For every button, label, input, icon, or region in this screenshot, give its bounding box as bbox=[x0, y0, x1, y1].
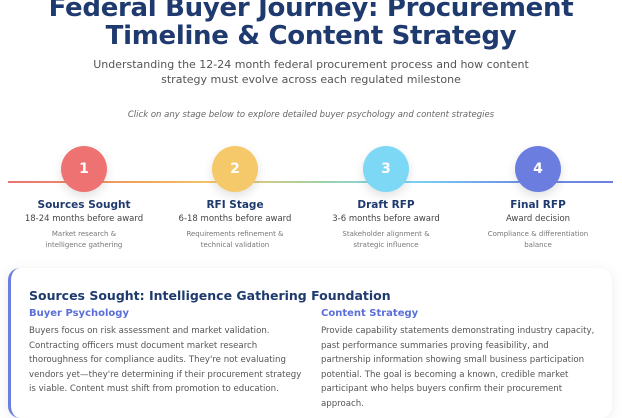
stage-description: Market research & intelligence gathering bbox=[45, 230, 123, 249]
instruction-hint: Click on any stage below to explore deta… bbox=[127, 110, 495, 120]
stage-description: Stakeholder alignment & strategic influe… bbox=[342, 230, 430, 249]
stage-number-badge[interactable]: 3 bbox=[363, 146, 409, 192]
stage-final-rfp[interactable]: 4 Final RFP Award decision Compliance & … bbox=[463, 146, 613, 250]
stage-rfi[interactable]: 2 RFI Stage 6-18 months before award Req… bbox=[160, 146, 310, 250]
buyer-psychology-body: Buyers focus on risk assessment and mark… bbox=[29, 326, 302, 394]
stage-number-badge[interactable]: 1 bbox=[61, 146, 107, 192]
buyer-psychology-heading: Buyer Psychology bbox=[29, 308, 129, 319]
stage-title: Draft RFP bbox=[357, 199, 415, 211]
stage-number-badge[interactable]: 4 bbox=[515, 146, 561, 192]
content-strategy-heading: Content Strategy bbox=[321, 308, 419, 319]
stage-title: Final RFP bbox=[510, 199, 566, 211]
buyer-psychology-section: Buyer Psychology Buyers focus on risk as… bbox=[29, 308, 309, 397]
stage-sources-sought[interactable]: 1 Sources Sought 18-24 months before awa… bbox=[9, 146, 159, 250]
stage-timing: 3-6 months before award bbox=[332, 214, 440, 224]
stage-draft-rfp[interactable]: 3 Draft RFP 3-6 months before award Stak… bbox=[311, 146, 461, 250]
content-strategy-section: Content Strategy Provide capability stat… bbox=[321, 308, 601, 411]
page-subtitle: Understanding the 12-24 month federal pr… bbox=[93, 58, 529, 86]
detail-card-title: Sources Sought: Intelligence Gathering F… bbox=[29, 288, 391, 303]
stage-description: Compliance & differentiation balance bbox=[487, 230, 589, 249]
stage-title: RFI Stage bbox=[206, 199, 264, 211]
stage-timing: Award decision bbox=[505, 214, 571, 224]
timeline-line bbox=[8, 181, 613, 183]
stage-detail-card: Sources Sought: Intelligence Gathering F… bbox=[8, 268, 612, 418]
stage-timing: 6-18 months before award bbox=[178, 214, 292, 224]
stage-number-badge[interactable]: 2 bbox=[212, 146, 258, 192]
content-strategy-body: Provide capability statements demonstrat… bbox=[321, 326, 595, 409]
stage-title: Sources Sought bbox=[37, 199, 131, 211]
stage-timing: 18-24 months before award bbox=[24, 214, 144, 224]
page-title: Federal Buyer Journey: Procurement Timel… bbox=[48, 0, 574, 51]
stage-description: Requirements refinement & technical vali… bbox=[186, 230, 284, 249]
